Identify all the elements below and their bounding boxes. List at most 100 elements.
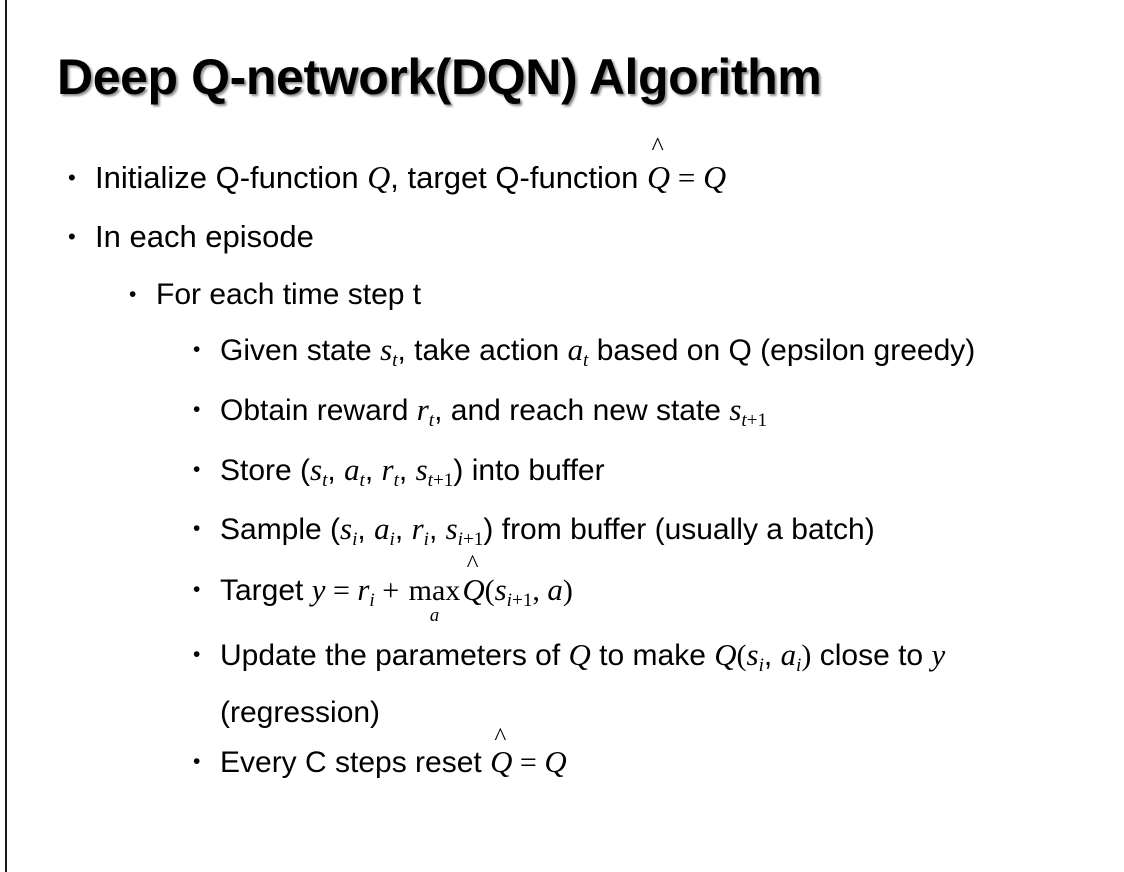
list-item: • Sample (si, ai, ri, si+1) from buffer … <box>0 505 1124 563</box>
math-symbol-a: a <box>547 572 563 607</box>
list-item: • In each episode <box>0 207 1124 266</box>
list-item-text: Every C steps reset Q = Q <box>220 738 1100 786</box>
math-symbol-s: s <box>310 451 323 487</box>
list-item-text: In each episode <box>95 219 314 254</box>
math-symbol-s: s <box>340 511 353 547</box>
text-segment: (regression) <box>220 695 381 729</box>
text-segment: Store ( <box>220 453 311 487</box>
text-segment: , <box>327 453 345 487</box>
bullet-marker-icon: • <box>193 338 201 361</box>
bullet-marker-icon: • <box>193 749 201 773</box>
list-item-text: Sample (si, ai, ri, si+1) from buffer (u… <box>220 505 1100 563</box>
list-item: • Every C steps reset Q = Q <box>0 738 1124 786</box>
bullet-marker-icon: • <box>193 457 201 481</box>
text-segment: Initialize Q-function <box>95 160 368 195</box>
bullet-marker-icon: • <box>68 165 76 190</box>
math-max-label: max <box>408 574 461 607</box>
math-symbol-r: r <box>357 572 370 607</box>
math-symbol-a: a <box>344 451 360 487</box>
math-subscript: t <box>583 349 589 371</box>
page-title: Deep Q-network(DQN) Algorithm <box>57 49 822 105</box>
math-subscript: t <box>393 469 399 491</box>
math-equals: = <box>325 574 358 607</box>
math-plus: + <box>374 574 407 607</box>
math-symbol-a: a <box>567 332 584 367</box>
math-symbol-q-hat: Q <box>462 565 484 615</box>
bullet-marker-icon: • <box>193 517 201 541</box>
math-paren-close: ) <box>801 639 812 672</box>
math-symbol-s: s <box>415 451 428 487</box>
math-subscript: i+1 <box>458 529 484 550</box>
math-subscript: i <box>389 529 395 550</box>
math-symbol-a: a <box>374 511 390 547</box>
text-segment: based on Q (epsilon greedy) <box>588 334 976 367</box>
math-symbol-q: Q <box>367 160 391 195</box>
math-symbol-q: Q <box>544 743 567 779</box>
text-segment: Obtain reward <box>220 393 417 427</box>
math-symbol-q: Q <box>703 160 727 195</box>
text-segment: to make <box>590 639 715 672</box>
algorithm-bullet-list: • Initialize Q-function Q, target Q-func… <box>0 148 1124 786</box>
math-symbol-s: s <box>729 391 742 427</box>
text-segment: , and reach new state <box>434 393 730 427</box>
math-subscript: t+1 <box>428 469 454 490</box>
math-max-limit: a <box>429 605 440 627</box>
text-segment: , <box>398 453 416 487</box>
math-symbol-q: Q <box>568 637 591 672</box>
math-paren-close: ) <box>562 574 573 607</box>
math-symbol-s: s <box>445 511 458 547</box>
text-segment: , <box>394 513 412 547</box>
math-subscript-var: i <box>506 589 512 611</box>
text-segment: Target <box>220 574 312 607</box>
math-symbol-s: s <box>494 572 507 607</box>
math-subscript-num: +1 <box>462 529 484 550</box>
bullet-marker-icon: • <box>68 224 76 249</box>
text-segment: close to <box>811 639 932 672</box>
math-subscript: t <box>359 469 365 491</box>
math-subscript: i <box>758 654 764 676</box>
bullet-marker-icon: • <box>129 283 137 306</box>
math-subscript: t <box>428 409 435 431</box>
list-item-text: For each time step t <box>156 278 422 311</box>
list-item: • Initialize Q-function Q, target Q-func… <box>0 148 1124 207</box>
list-item-text: Store (st, at, rt, st+1) into buffer <box>220 446 1100 504</box>
list-item-text: Given state st, take action at based on … <box>220 326 1100 384</box>
math-symbol-s: s <box>380 332 393 367</box>
text-segment: , target Q-function <box>390 160 648 195</box>
math-subscript-var: t <box>741 409 747 431</box>
math-symbol-r: r <box>411 511 424 547</box>
math-equals: = <box>512 745 545 779</box>
list-item: • Obtain reward rt, and reach new state … <box>0 386 1124 444</box>
math-subscript: t+1 <box>741 410 767 431</box>
text-segment: Every C steps reset <box>220 745 491 779</box>
math-subscript-var: t <box>427 469 433 491</box>
text-segment: , <box>364 453 382 487</box>
math-subscript: t <box>392 349 398 371</box>
text-segment: Update the parameters of <box>220 639 569 672</box>
math-subscript-num: +1 <box>512 589 533 611</box>
list-item: • Store (st, at, rt, st+1) into buffer <box>0 446 1124 504</box>
math-symbol-s: s <box>746 637 759 672</box>
math-subscript: i <box>352 529 358 550</box>
math-paren-open: ( <box>736 639 747 672</box>
list-item: • Update the parameters of Q to make Q(s… <box>0 631 1124 736</box>
math-subscript-num: +1 <box>432 469 454 491</box>
math-subscript: i <box>369 589 375 611</box>
math-subscript: i <box>423 529 429 550</box>
math-symbol-q-hat: Q <box>647 148 670 207</box>
text-segment: ) into buffer <box>453 453 605 487</box>
list-item: • Given state st, take action at based o… <box>0 326 1124 384</box>
math-subscript-num: +1 <box>746 409 768 431</box>
bullet-marker-icon: • <box>193 397 201 421</box>
text-segment: , <box>428 513 446 547</box>
text-segment: , take action <box>397 334 568 367</box>
bullet-marker-icon: • <box>193 643 201 666</box>
math-symbol-y: y <box>931 637 946 672</box>
math-paren-open: ( <box>484 574 495 607</box>
text-segment: , <box>357 513 375 547</box>
math-equals: = <box>670 160 704 195</box>
